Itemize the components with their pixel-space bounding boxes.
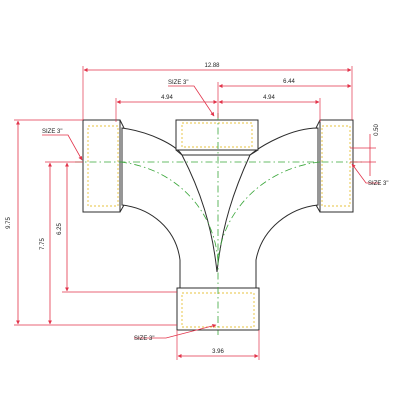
text-overall-height: 9.75 bbox=[6, 217, 12, 229]
size-label-top: SIZE 3" bbox=[168, 80, 188, 86]
right-socket bbox=[321, 125, 351, 207]
top-socket bbox=[181, 122, 253, 148]
left-socket bbox=[87, 125, 119, 207]
dimension-lines bbox=[16, 68, 371, 358]
leader-right bbox=[351, 163, 380, 184]
inner-curve-right bbox=[216, 154, 251, 273]
text-bottom-width: 3.96 bbox=[212, 349, 224, 355]
inner-curve-left bbox=[181, 154, 218, 273]
leader-left bbox=[42, 134, 83, 161]
extension-lines bbox=[14, 66, 376, 360]
left-arc-centerline bbox=[119, 161, 219, 263]
text-right-spacing: 4.94 bbox=[263, 95, 275, 101]
top-hub bbox=[175, 119, 259, 151]
left-hub bbox=[82, 119, 121, 213]
right-arc-centerline bbox=[217, 161, 321, 263]
text-left-spacing: 4.94 bbox=[161, 95, 173, 101]
text-right-offset: 6.44 bbox=[283, 79, 295, 85]
size-label-bottom: SIZE 3" bbox=[134, 336, 154, 342]
dimension-texts: 12.88 6.44 4.94 4.94 9.75 7.75 6.25 0.50… bbox=[6, 63, 388, 355]
text-hub-height: 6.25 bbox=[57, 223, 63, 235]
leader-top bbox=[168, 85, 215, 117]
bottom-hub bbox=[176, 287, 260, 331]
leader-bottom bbox=[134, 323, 217, 339]
text-overall-width: 12.88 bbox=[204, 63, 220, 69]
body-outline bbox=[121, 127, 319, 293]
centerlines bbox=[75, 113, 362, 335]
leaders bbox=[42, 85, 380, 339]
size-label-right: SIZE 3" bbox=[368, 181, 388, 187]
text-hub-to-center: 7.75 bbox=[40, 238, 46, 250]
fitting-body bbox=[82, 119, 354, 331]
right-hub bbox=[319, 119, 354, 213]
size-label-left: SIZE 3" bbox=[42, 129, 62, 135]
text-socket-offset: 0.50 bbox=[374, 124, 380, 136]
